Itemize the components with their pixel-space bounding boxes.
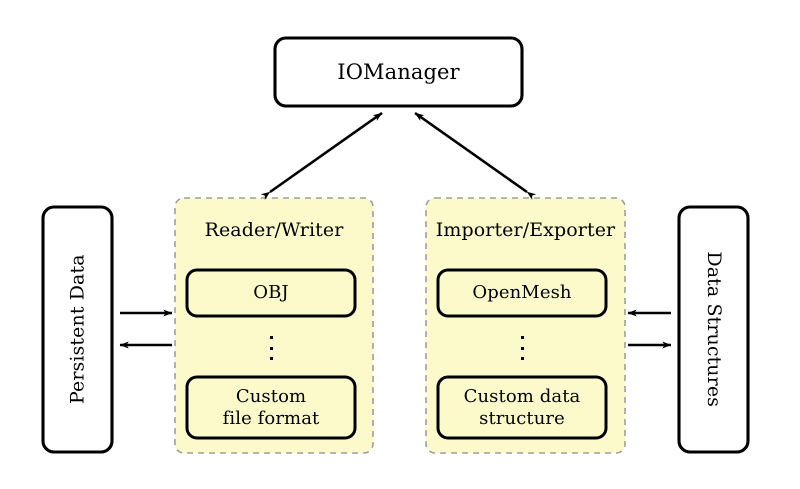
iomanager-box[interactable] xyxy=(273,36,524,108)
iomanager-label: IOManager xyxy=(337,59,460,84)
box-custom-file-format[interactable] xyxy=(185,375,357,440)
box-custom-data-structure-line-2: structure xyxy=(479,407,565,429)
ellipsis-importer-exporter xyxy=(520,336,525,360)
box-openmesh[interactable] xyxy=(436,268,608,318)
box-custom-file-format-label: Custom file format xyxy=(187,377,355,438)
box-obj[interactable] xyxy=(185,268,357,318)
box-custom-data-structure[interactable] xyxy=(436,375,608,440)
panel-title-importer-exporter: Importer/Exporter xyxy=(435,218,616,241)
data-structures-label-wrap: Data Structures xyxy=(679,207,748,452)
data-structures-label: Data Structures xyxy=(702,251,725,408)
persistent-data-label: Persistent Data xyxy=(66,254,89,405)
box-custom-file-format-line-1: Custom xyxy=(235,386,307,408)
persistent-data-box[interactable] xyxy=(41,205,114,454)
persistent-data-label-wrap: Persistent Data xyxy=(43,207,112,452)
box-obj-label: OBJ xyxy=(253,282,289,304)
arrow-manager-reader-writer xyxy=(260,111,383,200)
panel-title-reader-writer: Reader/Writer xyxy=(204,218,344,241)
box-custom-file-format-line-2: file format xyxy=(222,407,320,429)
box-custom-data-structure-line-1: Custom data xyxy=(463,386,581,408)
arrow-manager-importer-exporter xyxy=(414,111,537,200)
data-structures-box[interactable] xyxy=(677,205,750,454)
box-custom-data-structure-label: Custom data structure xyxy=(438,377,606,438)
box-openmesh-label: OpenMesh xyxy=(472,282,572,304)
ellipsis-reader-writer xyxy=(269,336,274,360)
